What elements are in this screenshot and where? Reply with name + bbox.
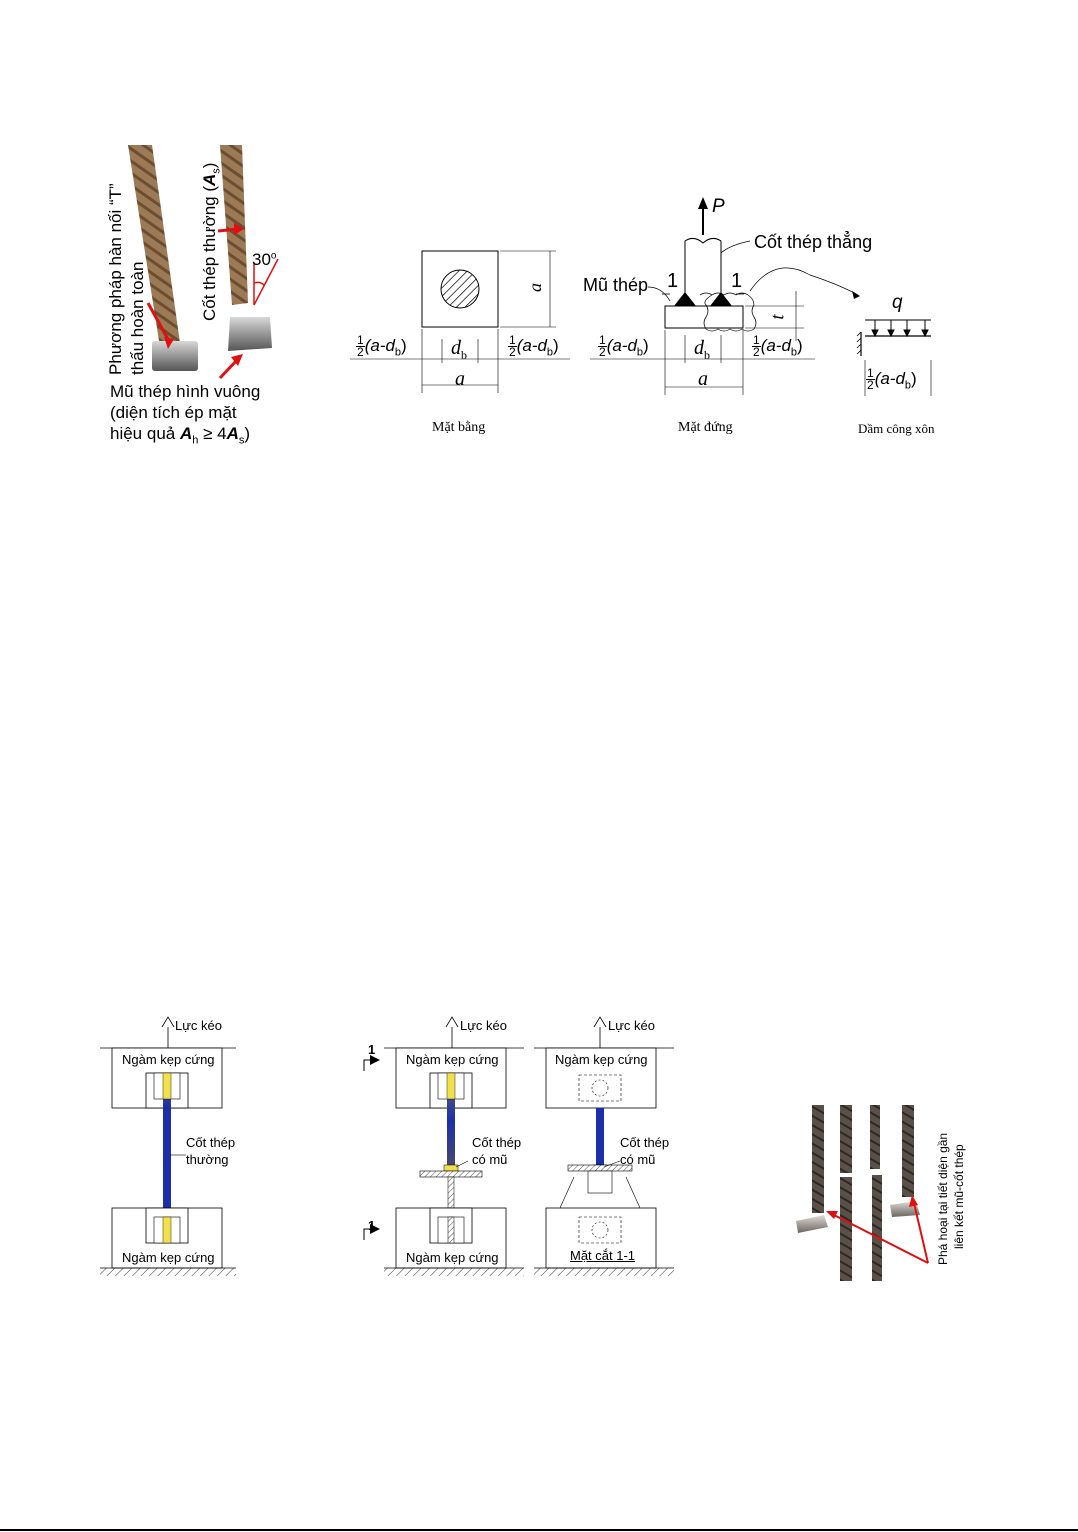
- section-mark-right: 1: [731, 270, 743, 292]
- elevation-dim-a: a: [698, 368, 708, 390]
- test3-drawing: [534, 1016, 674, 1276]
- plan-dim-a-side: a: [525, 283, 545, 292]
- test1-drawing: [100, 1016, 236, 1276]
- plan-drawing: [350, 250, 570, 393]
- failure-label-1: Phá hoại tại tiết diện gần: [936, 1132, 950, 1265]
- cantilever-caption: Dầm công xôn: [858, 421, 935, 436]
- test1-grip-bottom-label: Ngàm kẹp cứng: [122, 1250, 215, 1265]
- welded-rebar-body: [128, 145, 180, 347]
- test2-drawing: [363, 1016, 524, 1276]
- test3-top-grip: [545, 1047, 657, 1109]
- test3-pull-label: Lực kéo: [608, 1018, 656, 1033]
- cantilever-drawing: [856, 319, 932, 396]
- elevation-drawing: [590, 197, 860, 395]
- weld-method-label-2: thấu hoàn toàn: [128, 261, 147, 375]
- weld-left: [674, 292, 696, 306]
- test3-grip-top-label: Ngàm kẹp cứng: [555, 1052, 648, 1067]
- test1-bar: [163, 1073, 171, 1243]
- t-plate: [152, 341, 198, 371]
- weld-method-label: Phương pháp hàn nối “T”: [106, 183, 125, 375]
- test1-grip-top-label: Ngàm kẹp cứng: [122, 1052, 215, 1067]
- rebar-label: Cốt thép thường (As): [200, 162, 223, 321]
- test3-section-label: Mặt cắt 1-1: [570, 1248, 636, 1263]
- test2-grip-top-label: Ngàm kẹp cứng: [406, 1052, 499, 1067]
- fig1-photo-panel: Phương pháp hàn nối “T” thấu hoàn toàn C…: [106, 143, 288, 448]
- elevation-rebar: [684, 237, 722, 297]
- test2-bar: [447, 1073, 455, 1169]
- square-plate: [228, 317, 272, 351]
- failed-specimens-photo: [792, 1103, 932, 1281]
- failure-photo-panel: Phá hoại tại tiết diện gần liên kết mũ-c…: [792, 1103, 977, 1281]
- elevation-rebar-label: Cốt thép thẳng: [754, 232, 873, 252]
- test2-plate: [419, 1170, 483, 1178]
- elevation-load-P: P: [712, 196, 725, 217]
- test3-bar: [596, 1108, 604, 1166]
- section-mark-left: 1: [667, 270, 679, 292]
- page-bottom-rule: [0, 1529, 1078, 1531]
- test2-grip-bottom-label: Ngàm kẹp cứng: [406, 1250, 499, 1265]
- test2-cap: [443, 1164, 459, 1172]
- plan-caption: Mặt bằng: [432, 420, 486, 435]
- elevation-dim-db: db: [694, 337, 710, 362]
- elevation-dim-t: t: [767, 314, 789, 320]
- weld-right: [710, 292, 732, 306]
- cantilever-load-q: q: [892, 292, 903, 313]
- elevation-cap-label: Mũ thép: [583, 275, 649, 295]
- plan-rebar-section: [440, 269, 480, 309]
- square-cap-label: Mũ thép hình vuông (diện tích ép mặt hiệ…: [110, 382, 261, 447]
- test2-section-mark-top: 1: [368, 1042, 376, 1057]
- angle-label: 30o: [252, 250, 277, 269]
- test2-pull-label: Lực kéo: [460, 1018, 508, 1033]
- test2-section-mark-bottom: 1: [368, 1218, 376, 1233]
- rebar-photo: [128, 145, 279, 380]
- plan-dim-a-bottom: a: [455, 368, 465, 390]
- elevation-caption: Mặt đứng: [678, 420, 733, 435]
- plan-dim-db: db: [451, 337, 467, 362]
- elevation-plate: [664, 305, 744, 329]
- failure-label-2: liên kết mũ-cốt thép: [952, 1144, 966, 1249]
- test1-pull-label: Lực kéo: [175, 1018, 223, 1033]
